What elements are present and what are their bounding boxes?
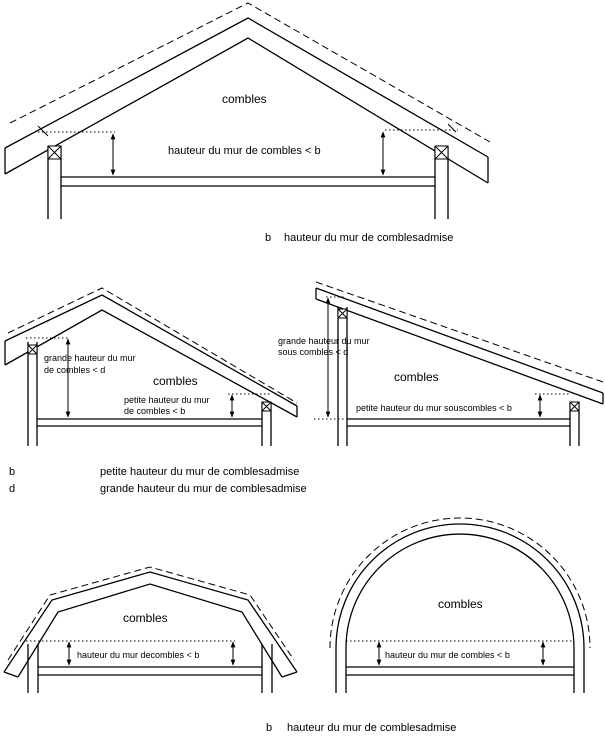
- big-height-line2: de combles < d: [44, 365, 105, 375]
- legend-key-b: b: [9, 466, 15, 478]
- legend-text-d: grande hauteur du mur de comblesadmise: [100, 483, 307, 495]
- small-height-line1: petite hauteur du mur: [124, 395, 210, 405]
- legend-key-b: b: [266, 722, 272, 734]
- legend-key-d: d: [9, 483, 15, 495]
- arched-roof-diagram: combles hauteur du mur de combles < b: [329, 517, 591, 693]
- height-label: hauteur du mur decombles < b: [77, 650, 199, 660]
- big-height-line1: grande hauteur du mur: [278, 336, 370, 346]
- height-label: hauteur du mur de combles < b: [168, 145, 321, 157]
- room-label: combles: [153, 374, 198, 388]
- legend-key-b: b: [265, 232, 271, 244]
- mansard-roof-diagram: combles hauteur du mur decombles < b: [3, 566, 298, 693]
- gable-roof-diagram: combles hauteur du mur de combles < b: [4, 2, 491, 219]
- small-height-line2: de combles < b: [124, 406, 185, 416]
- room-label: combles: [123, 611, 168, 625]
- mono-pitch-diagram: combles grande hauteur du mur sous combl…: [278, 281, 604, 446]
- room-label: combles: [438, 597, 483, 611]
- legend-text-b: hauteur du mur de comblesadmise: [284, 232, 453, 244]
- asymmetric-gable-diagram: combles grande hauteur du mur de combles…: [4, 287, 298, 446]
- small-height-label: petite hauteur du mur souscombles < b: [356, 403, 512, 413]
- height-label: hauteur du mur de combles < b: [385, 650, 510, 660]
- legend-text-b: hauteur du mur de comblesadmise: [287, 722, 456, 734]
- legend-text-b: petite hauteur du mur de comblesadmise: [100, 466, 299, 478]
- big-height-line2: sous combles < d: [278, 347, 348, 357]
- room-label: combles: [222, 92, 267, 106]
- room-label: combles: [394, 370, 439, 384]
- big-height-line1: grande hauteur du mur: [44, 353, 136, 363]
